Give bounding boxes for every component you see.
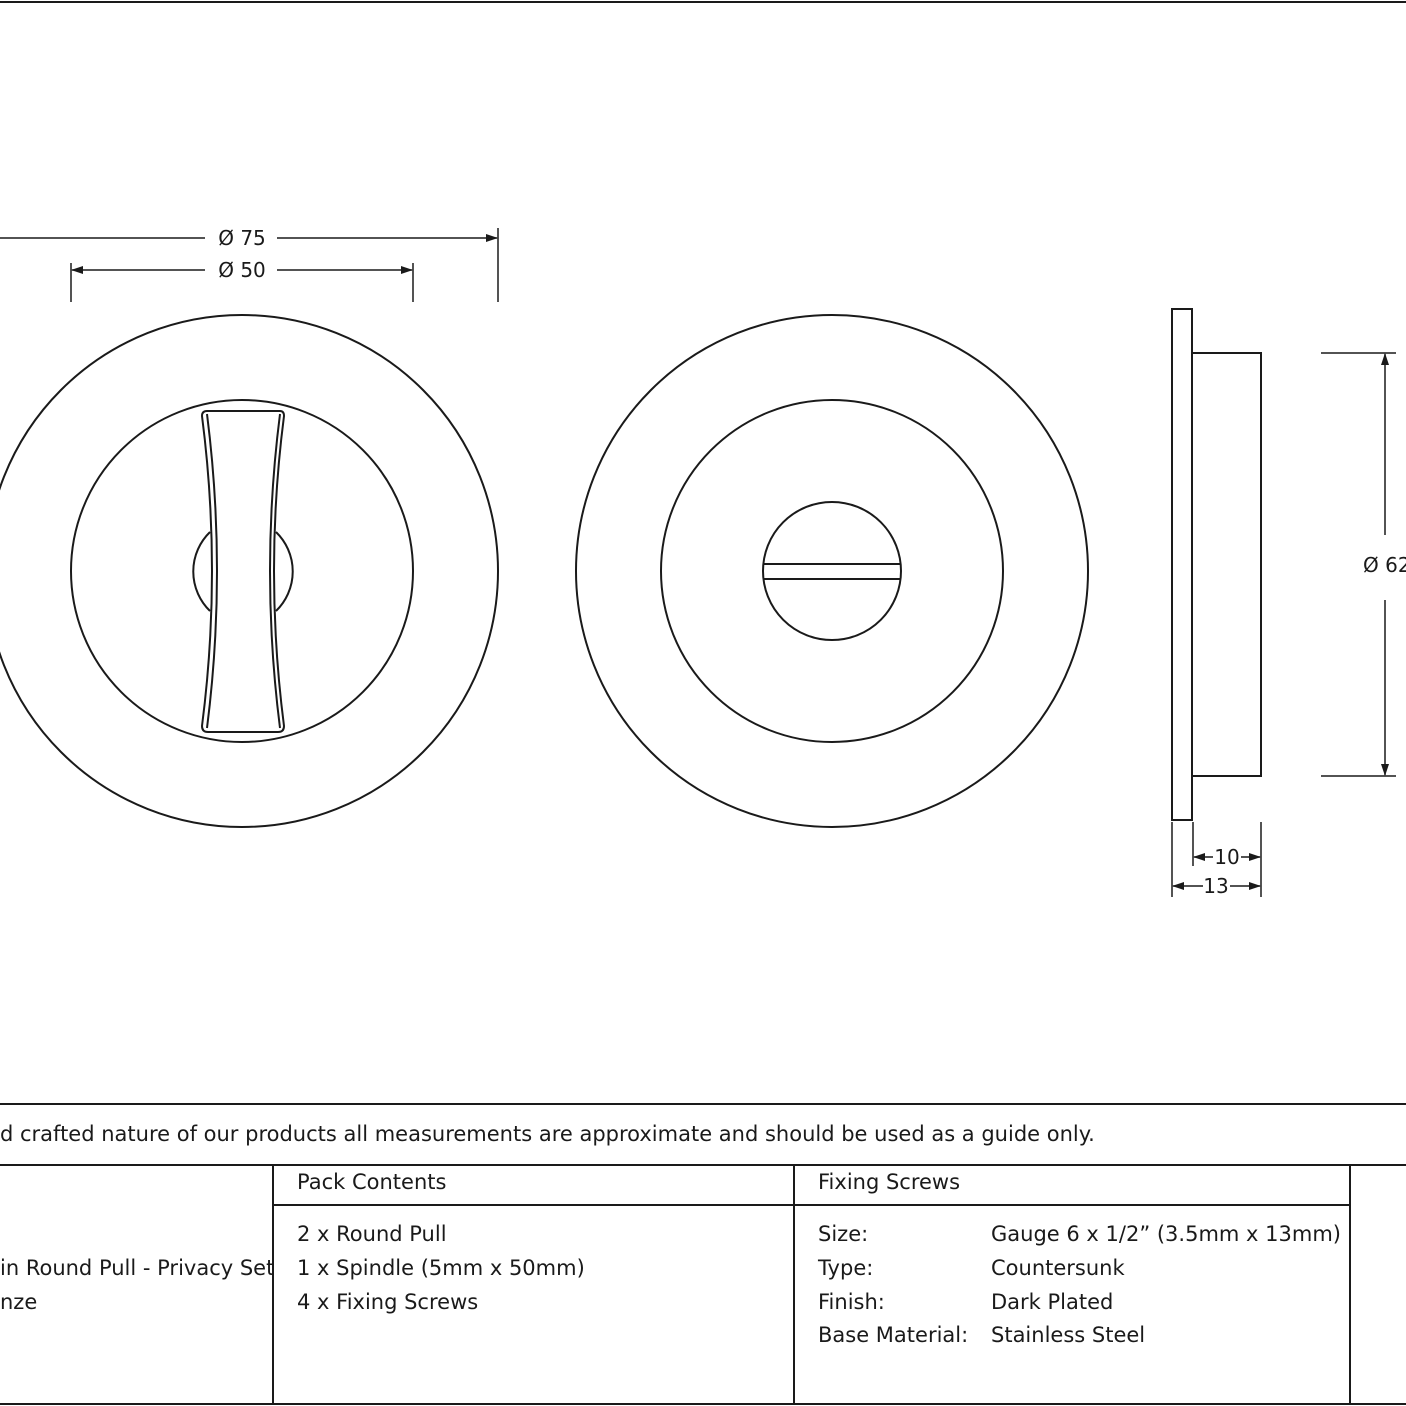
turn-knob (200, 410, 286, 733)
side-body (1191, 352, 1262, 777)
product-name-line-2: nze (0, 1290, 38, 1314)
release-disc (762, 501, 902, 641)
screw-material-label: Base Material: (818, 1323, 969, 1347)
pack-contents-item: 2 x Round Pull (297, 1222, 447, 1246)
spindle-boss (192, 531, 211, 612)
thumb-turn-front-view (0, 314, 499, 828)
screw-type-label: Type: (818, 1256, 874, 1280)
outer-flange-circle (0, 314, 499, 828)
dim-depth-inner-label: 10 (1214, 845, 1239, 869)
release-inner-circle (660, 399, 1004, 743)
dim-side-diameter-label: Ø 62 (1363, 553, 1406, 577)
title-block-lines (0, 1103, 1406, 1405)
pack-contents-item: 4 x Fixing Screws (297, 1290, 479, 1314)
screw-size-label: Size: (818, 1222, 869, 1246)
side-flange (1171, 308, 1193, 821)
dim-depth-total-label: 13 (1203, 874, 1228, 898)
product-name-line-1: in Round Pull - Privacy Set (0, 1256, 275, 1280)
side-view (1171, 308, 1262, 821)
release-outer-circle (575, 314, 1089, 828)
inner-recess-circle (70, 399, 414, 743)
screw-finish-value: Dark Plated (991, 1290, 1114, 1314)
dim-outer-diameter-label: Ø 75 (218, 226, 266, 250)
disclaimer-text: d crafted nature of our products all mea… (0, 1122, 1095, 1146)
pack-contents-header: Pack Contents (297, 1170, 447, 1194)
screw-material-value: Stainless Steel (991, 1323, 1146, 1347)
screw-type-value: Countersunk (991, 1256, 1125, 1280)
release-front-view (575, 314, 1089, 828)
pack-contents-item: 1 x Spindle (5mm x 50mm) (297, 1256, 585, 1280)
fixing-screws-header: Fixing Screws (818, 1170, 961, 1194)
screw-finish-label: Finish: (818, 1290, 885, 1314)
dim-inner-diameter-label: Ø 50 (218, 258, 266, 282)
dimension-lines (0, 228, 1396, 897)
screw-size-value: Gauge 6 x 1/2” (3.5mm x 13mm) (991, 1222, 1341, 1246)
